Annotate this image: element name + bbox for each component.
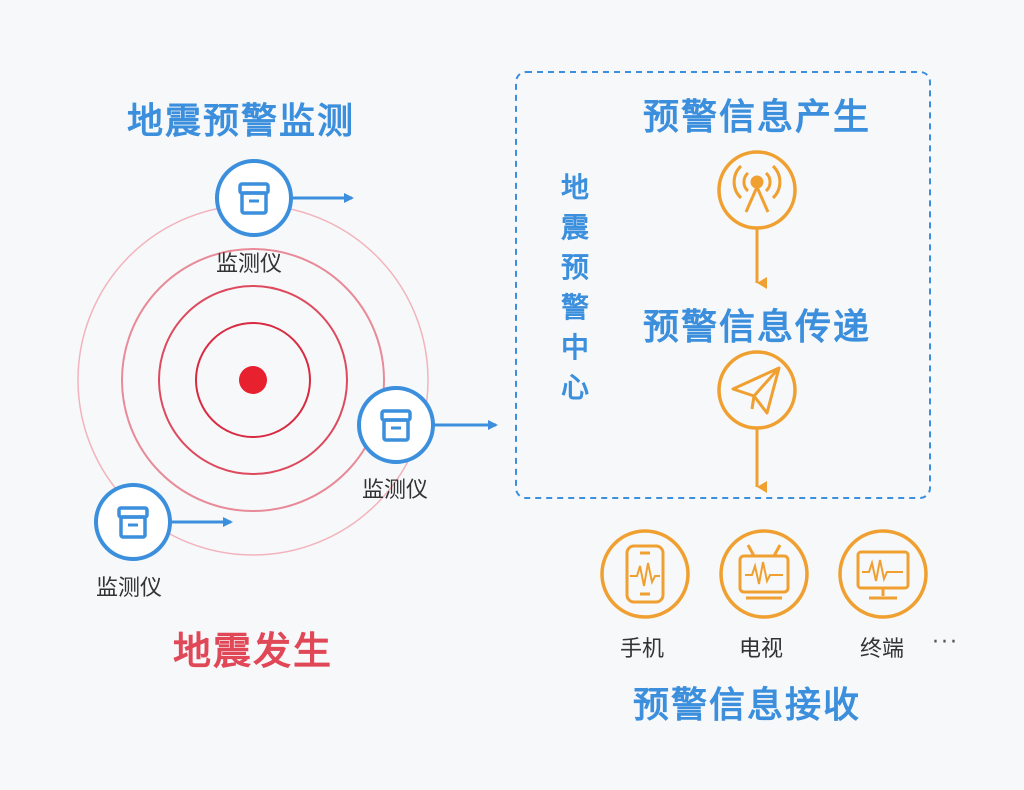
tv-icon xyxy=(719,529,809,619)
paper-plane-icon xyxy=(717,350,797,430)
phone-icon xyxy=(600,529,690,619)
instrument-label-bottom: 监测仪 xyxy=(96,576,163,601)
monitoring-title: 地震预警监测 xyxy=(127,101,356,142)
device-label-terminal: 终端 xyxy=(860,637,905,662)
broadcast-antenna-icon xyxy=(717,150,797,230)
instrument-label-top: 监测仪 xyxy=(216,252,283,277)
warning-center-frame xyxy=(515,71,931,499)
epicenter-dot xyxy=(239,366,267,394)
receive-title: 预警信息接收 xyxy=(633,685,862,726)
monitor-icon xyxy=(838,529,928,619)
warning-center-label: 地震预警中心 xyxy=(560,171,589,404)
device-label-tv: 电视 xyxy=(739,637,784,662)
instrument-label-right: 监测仪 xyxy=(362,478,429,503)
generate-title: 预警信息产生 xyxy=(643,97,872,138)
instrument-icon-top xyxy=(215,159,293,237)
more-devices-ellipsis: ··· xyxy=(932,630,959,655)
instrument-icon-right xyxy=(357,386,435,464)
earthquake-title: 地震发生 xyxy=(173,629,334,673)
device-label-phone: 手机 xyxy=(620,637,665,662)
transmit-title: 预警信息传递 xyxy=(643,307,872,348)
instrument-icon-bottom xyxy=(94,483,172,561)
